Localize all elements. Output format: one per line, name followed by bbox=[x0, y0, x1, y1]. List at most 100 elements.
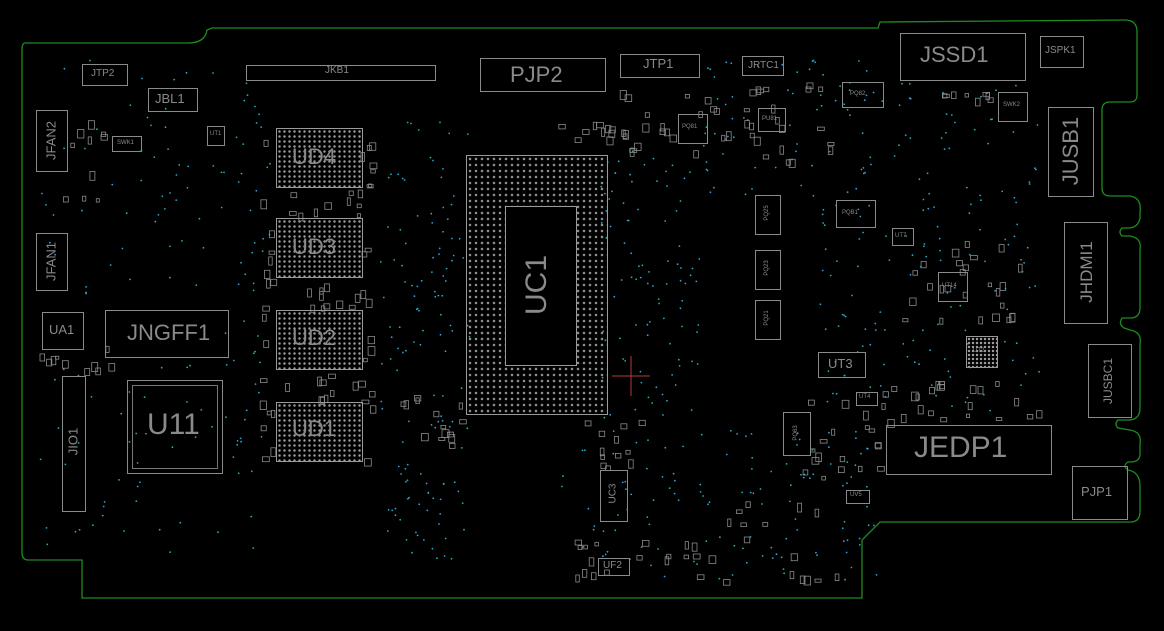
smd-pad bbox=[319, 379, 327, 386]
ram-chip-ud2[interactable] bbox=[276, 310, 363, 370]
via bbox=[135, 500, 138, 503]
via bbox=[836, 260, 838, 262]
via bbox=[212, 165, 215, 167]
via bbox=[846, 191, 849, 194]
connector-pjp2[interactable] bbox=[480, 58, 606, 92]
chip-pu81[interactable] bbox=[758, 108, 786, 132]
via bbox=[946, 292, 949, 294]
label-swk1: SWK1 bbox=[117, 140, 135, 146]
via bbox=[413, 341, 415, 343]
via bbox=[451, 330, 454, 332]
via bbox=[945, 113, 948, 115]
smd-pad bbox=[262, 456, 270, 463]
chip-uv5[interactable] bbox=[846, 490, 870, 504]
mosfet-pqb1[interactable] bbox=[836, 200, 876, 228]
via bbox=[141, 77, 143, 80]
via bbox=[397, 347, 399, 350]
via bbox=[139, 481, 141, 484]
connector-jfan1[interactable] bbox=[36, 233, 68, 291]
connector-pjp1[interactable] bbox=[1072, 466, 1128, 520]
via bbox=[691, 360, 693, 363]
via bbox=[260, 126, 263, 128]
via bbox=[249, 209, 252, 212]
label-jusbc1: JUSBC1 bbox=[1101, 358, 1115, 405]
via bbox=[452, 195, 455, 197]
smd-pad bbox=[634, 142, 642, 151]
chip-ut1[interactable] bbox=[207, 126, 225, 146]
switch-swk2[interactable] bbox=[998, 92, 1028, 122]
chip-ut14[interactable] bbox=[938, 272, 968, 302]
label-jhdmi1: JHDMI1 bbox=[1077, 241, 1096, 303]
connector-jfan2[interactable] bbox=[36, 110, 68, 172]
chip-ut2[interactable] bbox=[966, 336, 998, 368]
via bbox=[770, 546, 773, 549]
connector-jspk1[interactable] bbox=[1040, 36, 1084, 68]
via bbox=[673, 492, 676, 495]
via bbox=[609, 413, 612, 416]
connector-jbl1[interactable] bbox=[148, 88, 198, 112]
via bbox=[987, 142, 990, 145]
connector-jusbc1[interactable] bbox=[1088, 344, 1132, 418]
mosfet-pq23[interactable] bbox=[755, 250, 781, 290]
smd-pad bbox=[970, 255, 978, 261]
smd-pad bbox=[601, 127, 606, 137]
via bbox=[154, 220, 157, 223]
mosfet-pq82[interactable] bbox=[842, 82, 884, 108]
connector-jtp2[interactable] bbox=[82, 64, 128, 86]
via bbox=[819, 303, 822, 306]
connector-jio1[interactable] bbox=[62, 376, 86, 512]
chip-ut7[interactable] bbox=[892, 228, 914, 246]
chip-uf2[interactable] bbox=[598, 558, 630, 576]
ram-chip-ud4[interactable] bbox=[276, 128, 363, 188]
smd-pad bbox=[598, 430, 606, 437]
connector-jtp1[interactable] bbox=[620, 54, 700, 78]
chip-u11[interactable] bbox=[127, 380, 223, 474]
via bbox=[611, 190, 613, 193]
via bbox=[662, 414, 664, 416]
chip-uc3[interactable] bbox=[600, 470, 628, 522]
via bbox=[1038, 370, 1040, 373]
connector-jkb1[interactable] bbox=[246, 65, 436, 81]
switch-swk1[interactable] bbox=[112, 136, 142, 152]
label-uf2: UF2 bbox=[603, 560, 622, 571]
via bbox=[419, 473, 422, 475]
connector-jhdmi1[interactable] bbox=[1064, 222, 1108, 324]
via bbox=[980, 199, 982, 202]
connector-jedp1[interactable] bbox=[886, 425, 1052, 475]
via bbox=[433, 394, 435, 397]
ram-chip-ud3[interactable] bbox=[276, 218, 363, 278]
via bbox=[448, 132, 451, 135]
connector-jngff1[interactable] bbox=[105, 310, 229, 358]
via bbox=[169, 192, 172, 194]
via bbox=[630, 276, 633, 279]
via bbox=[641, 264, 644, 267]
via bbox=[984, 260, 986, 263]
smd-pad bbox=[39, 353, 45, 362]
smd-pad bbox=[900, 413, 907, 424]
ram-chip-ud1[interactable] bbox=[276, 402, 363, 462]
chip-pq81[interactable] bbox=[678, 114, 708, 144]
via bbox=[111, 183, 114, 186]
connector-jusb1[interactable] bbox=[1048, 107, 1094, 197]
via bbox=[164, 107, 167, 110]
connector-jssd1[interactable] bbox=[900, 33, 1026, 81]
chip-ut3[interactable] bbox=[818, 352, 866, 378]
via bbox=[386, 530, 389, 532]
via bbox=[631, 150, 634, 153]
via bbox=[893, 155, 896, 157]
mosfet-pq25[interactable] bbox=[755, 195, 781, 235]
smd-pad bbox=[365, 298, 373, 308]
via bbox=[1011, 359, 1014, 362]
chip-ua1[interactable] bbox=[42, 312, 84, 350]
via bbox=[702, 495, 704, 497]
smd-pad bbox=[660, 123, 665, 132]
chip-ut4[interactable] bbox=[856, 392, 878, 406]
connector-jrtc1[interactable] bbox=[742, 56, 784, 76]
via bbox=[828, 431, 830, 434]
via bbox=[861, 345, 864, 347]
via bbox=[874, 329, 877, 331]
mosfet-pq63[interactable] bbox=[783, 412, 811, 456]
mosfet-pq21[interactable] bbox=[755, 300, 781, 340]
via bbox=[462, 257, 465, 259]
via bbox=[446, 218, 449, 221]
